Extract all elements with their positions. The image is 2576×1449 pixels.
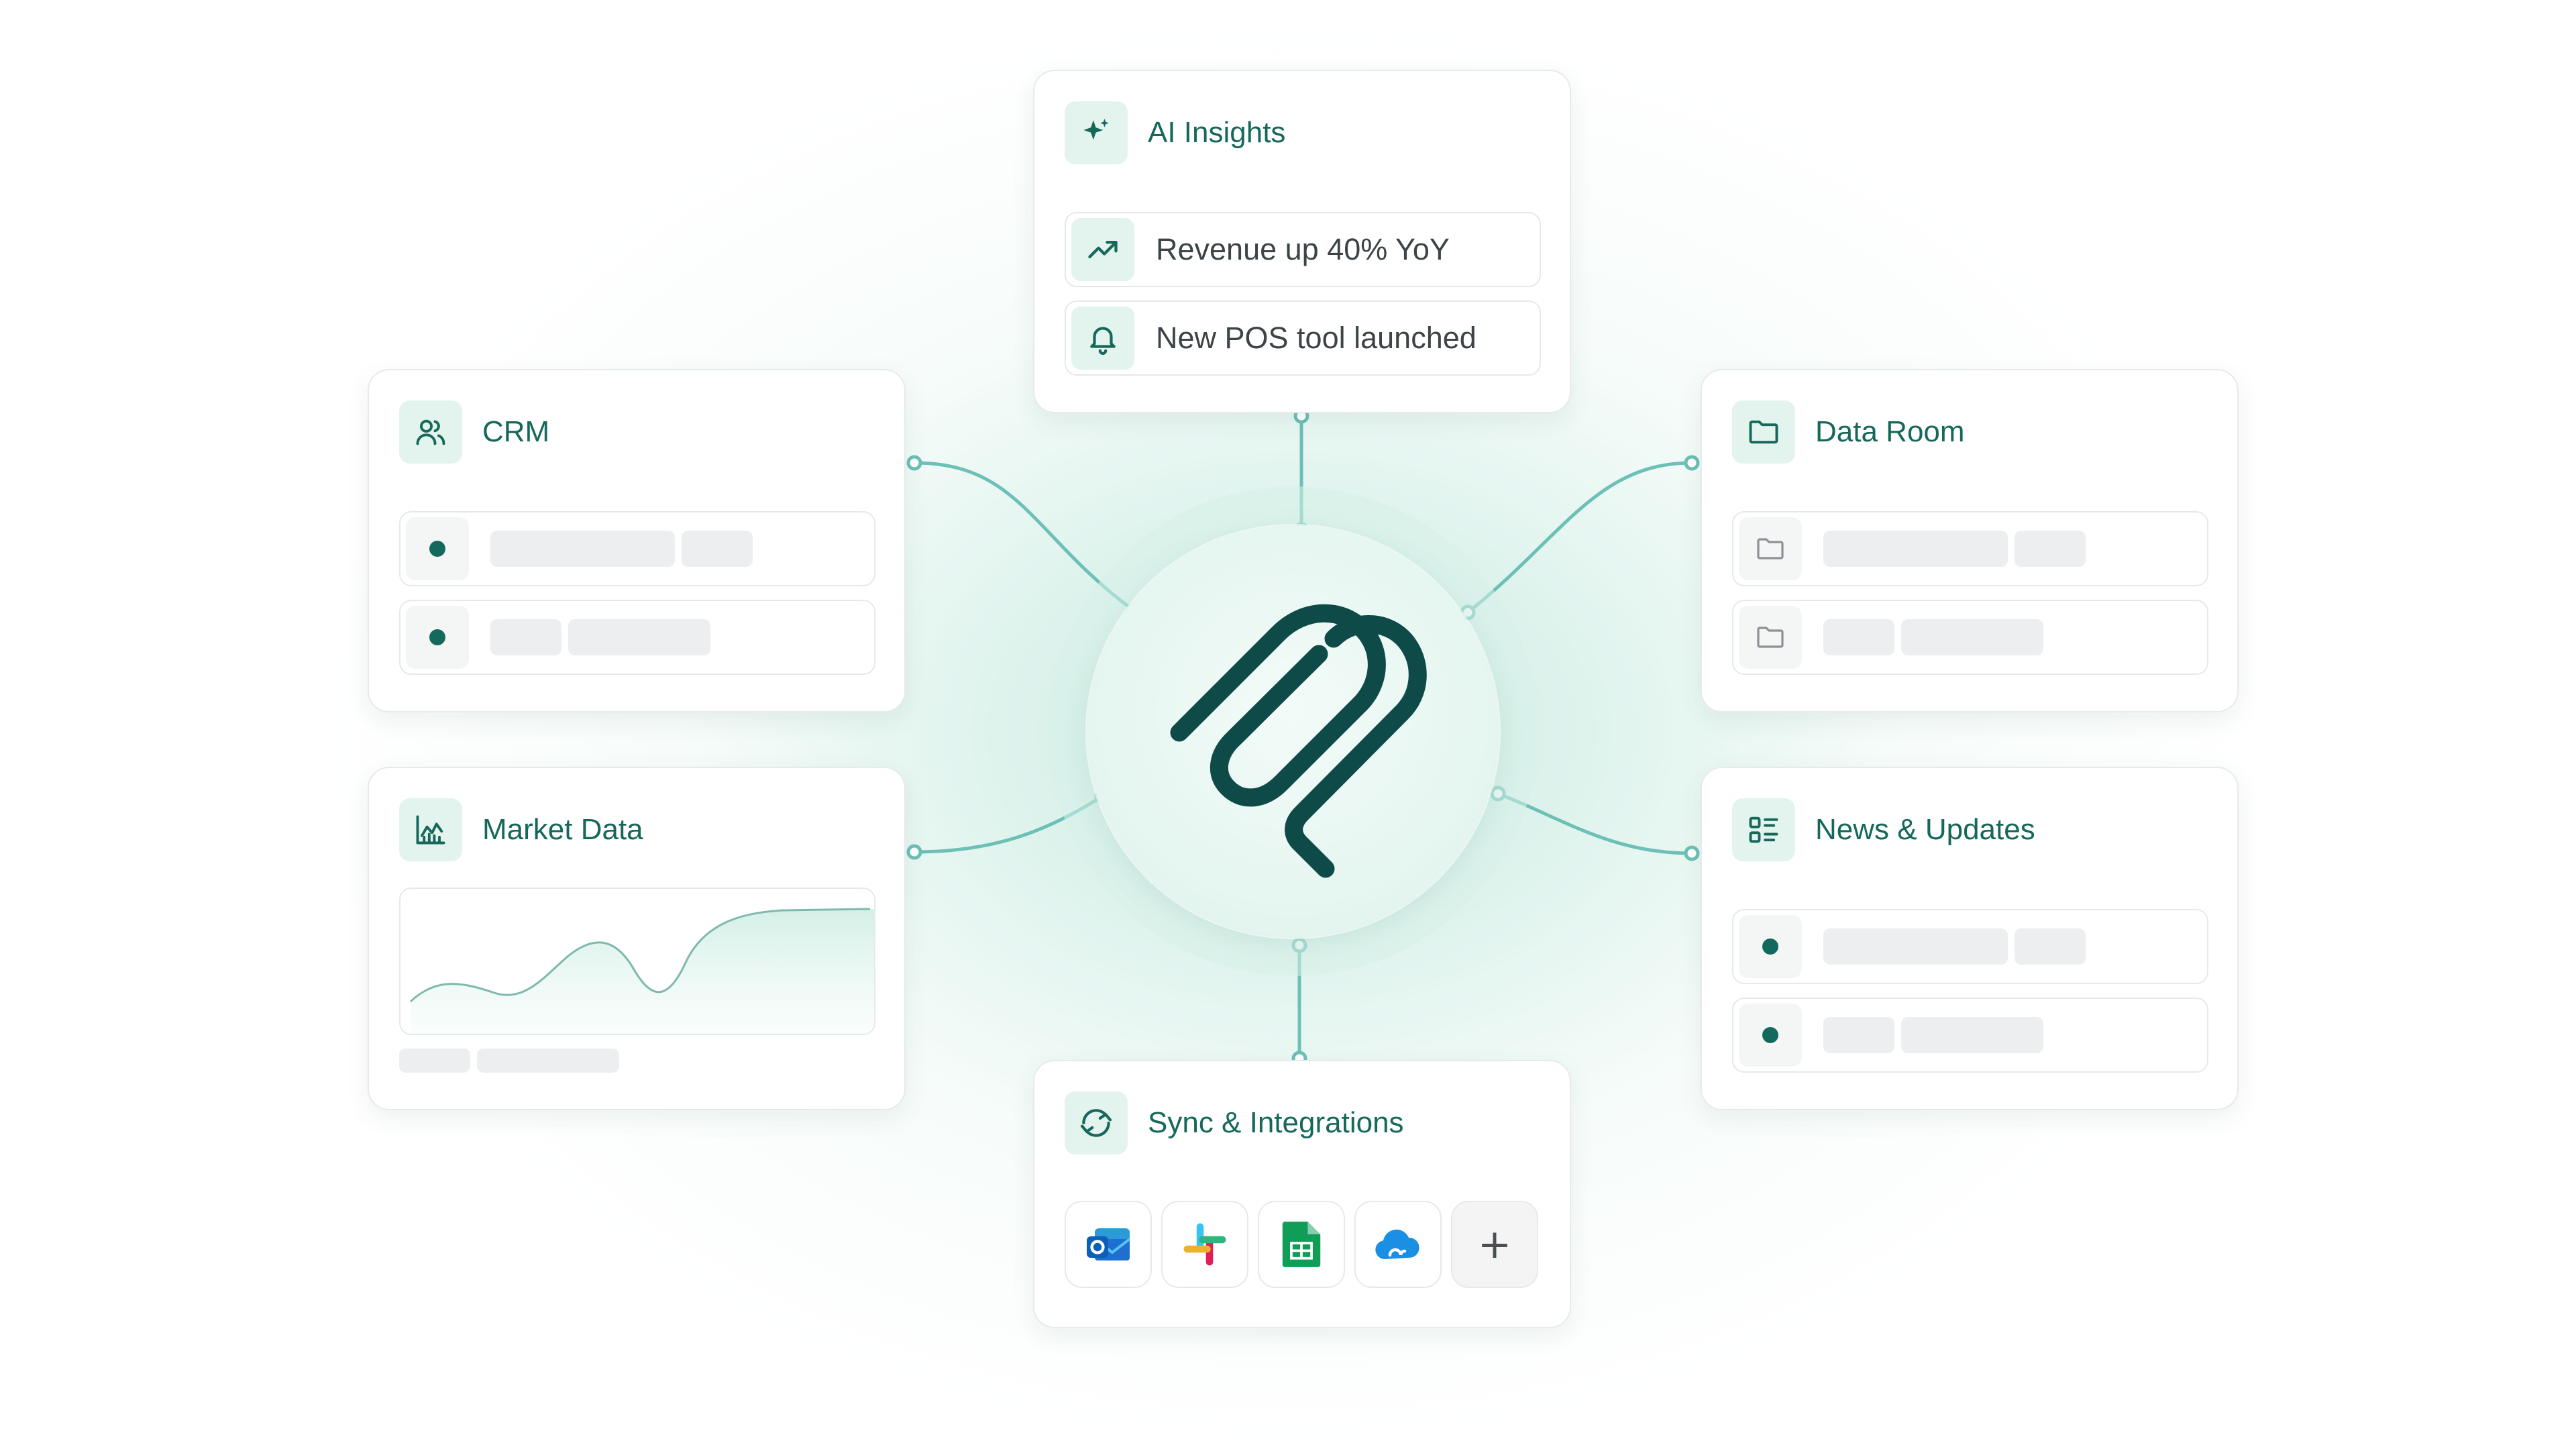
data-room-title: Data Room	[1815, 415, 1965, 448]
market-chart	[399, 888, 875, 1035]
folder-icon	[1739, 517, 1802, 580]
crm-header: CRM	[399, 400, 549, 464]
slack-icon[interactable]	[1161, 1201, 1248, 1288]
ai-insights-title: AI Insights	[1148, 116, 1286, 149]
paperclip-m-logo-icon	[1170, 604, 1427, 878]
placeholder-bar	[1901, 619, 2043, 655]
ai-insights-header: AI Insights	[1065, 101, 1285, 164]
news-header: News & Updates	[1732, 798, 2035, 861]
placeholder-bar	[490, 619, 561, 655]
integration-apps: +	[1065, 1201, 1538, 1288]
placeholder-bar	[1823, 619, 1894, 655]
news-row[interactable]	[1732, 909, 2208, 984]
data-room-card[interactable]: Data Room	[1701, 369, 2239, 712]
connector-crm	[914, 461, 1135, 612]
plus-icon: +	[1477, 1221, 1512, 1268]
placeholder-bar	[1823, 531, 2008, 567]
crm-card[interactable]: CRM	[368, 369, 906, 712]
crm-title: CRM	[482, 415, 550, 448]
sync-card[interactable]: Sync & Integrations	[1033, 1060, 1571, 1328]
ai-insights-card[interactable]: AI Insights Revenue up 40% YoY New POS t…	[1033, 70, 1571, 413]
placeholder-bar	[1823, 928, 2008, 965]
placeholder-bar	[490, 531, 675, 567]
folder-icon	[1739, 606, 1802, 669]
bullet-dot	[429, 541, 445, 557]
insight-row[interactable]: New POS tool launched	[1065, 301, 1541, 376]
outlook-icon[interactable]	[1065, 1201, 1152, 1288]
data-room-header: Data Room	[1732, 400, 1965, 464]
news-title: News & Updates	[1815, 813, 2035, 846]
refresh-icon	[1065, 1091, 1128, 1155]
file-row[interactable]	[1732, 600, 2208, 675]
crm-row[interactable]	[399, 600, 875, 675]
bullet-dot	[1762, 1027, 1778, 1043]
google-sheets-icon[interactable]	[1258, 1201, 1345, 1288]
placeholder-bar	[399, 1049, 470, 1073]
placeholder-bar	[568, 619, 710, 655]
insight-row[interactable]: Revenue up 40% YoY	[1065, 212, 1541, 287]
news-row[interactable]	[1732, 998, 2208, 1073]
connector-data-room	[1466, 461, 1693, 614]
insight-text: Revenue up 40% YoY	[1156, 232, 1450, 266]
trending-up-icon	[1071, 218, 1134, 281]
folder-icon	[1732, 400, 1795, 464]
news-list-icon	[1732, 798, 1795, 861]
market-data-header: Market Data	[399, 798, 643, 861]
sync-header: Sync & Integrations	[1065, 1091, 1404, 1155]
placeholder-bar	[477, 1049, 619, 1073]
market-data-title: Market Data	[482, 813, 643, 846]
cloud-icon[interactable]	[1354, 1201, 1442, 1288]
bell-icon	[1071, 307, 1134, 370]
bullet-dot	[429, 629, 445, 645]
placeholder-bar	[1823, 1017, 1894, 1053]
placeholder-bar	[682, 531, 753, 567]
bullet-dot	[1762, 938, 1778, 955]
crm-row[interactable]	[399, 511, 875, 586]
central-hub	[1087, 525, 1499, 938]
sparkle-icon	[1065, 101, 1128, 164]
placeholder-bar	[1901, 1017, 2043, 1053]
placeholder-bar	[2015, 928, 2086, 965]
add-integration-button[interactable]: +	[1451, 1201, 1538, 1288]
insight-text: New POS tool launched	[1156, 321, 1477, 355]
placeholder-bar	[2015, 531, 2086, 567]
market-data-card[interactable]: Market Data	[368, 767, 906, 1110]
file-row[interactable]	[1732, 511, 2208, 586]
users-icon	[399, 400, 462, 464]
sync-title: Sync & Integrations	[1148, 1106, 1404, 1139]
news-card[interactable]: News & Updates	[1701, 767, 2239, 1110]
chart-area-icon	[399, 798, 462, 861]
chart-footer	[399, 1049, 619, 1073]
